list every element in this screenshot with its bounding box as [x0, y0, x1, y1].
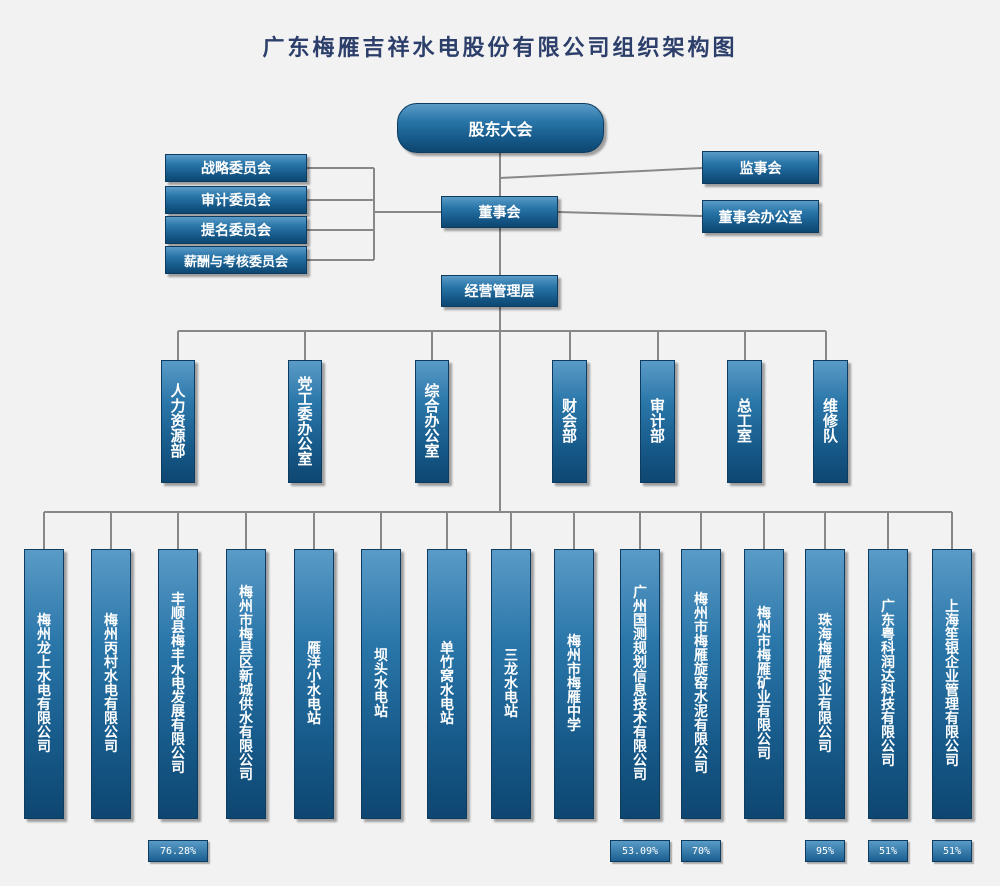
subsidiary-box-label: 梅州龙上水电有限公司 [36, 613, 51, 755]
subsidiary-box: 梅州龙上水电有限公司 [24, 549, 64, 819]
department-box-label: 总工室 [736, 397, 752, 445]
chart-title: 广东梅雁吉祥水电股份有限公司组织架构图 [262, 36, 738, 61]
department-box-label: 财会部 [561, 397, 577, 445]
department-box-label: 党工委办公室 [297, 374, 313, 468]
ownership-percent-badge: 95% [805, 840, 845, 862]
subsidiary-box-label: 三龙水电站 [503, 648, 518, 720]
department-box: 综合办公室 [415, 360, 449, 483]
supervisory-board-box: 监事会 [702, 151, 819, 184]
subsidiary-box-label: 坝头水电站 [373, 648, 388, 720]
department-box-label: 审计部 [649, 397, 665, 445]
department-box: 财会部 [552, 360, 587, 483]
shareholders-meeting-box: 股东大会 [397, 103, 604, 153]
department-box-label: 人力资源部 [170, 382, 186, 460]
subsidiary-box-label: 单竹窝水电站 [439, 641, 454, 727]
subsidiary-box: 三龙水电站 [491, 549, 531, 819]
ownership-percent-badge: 51% [868, 840, 908, 862]
subsidiary-box-label: 珠海梅雁实业有限公司 [817, 613, 832, 755]
board-box: 董事会 [441, 196, 558, 228]
committee-audit-box: 审计委员会 [165, 186, 307, 214]
committee-nomination-box: 提名委员会 [165, 216, 307, 244]
committee-compensation-box: 薪酬与考核委员会 [165, 246, 307, 274]
subsidiary-box-label: 丰顺县梅丰水电发展有限公司 [170, 592, 185, 776]
ownership-percent-badge: 76.28% [148, 840, 208, 862]
subsidiary-box: 雁洋小水电站 [294, 549, 334, 819]
ownership-percent-badge: 51% [932, 840, 972, 862]
subsidiary-box-label: 广州国测规划信息技术有限公司 [632, 585, 647, 783]
subsidiary-box-label: 梅州市梅雁矿业有限公司 [756, 606, 771, 762]
subsidiary-box: 梅州市梅雁旋窑水泥有限公司 [681, 549, 721, 819]
ownership-percent-badge: 70% [681, 840, 721, 862]
department-box: 维修队 [813, 360, 848, 483]
management-box: 经营管理层 [441, 275, 558, 307]
committee-strategy-box: 战略委员会 [165, 154, 307, 182]
department-box-label: 综合办公室 [424, 382, 440, 460]
subsidiary-box-label: 梅州丙村水电有限公司 [103, 613, 118, 755]
department-box: 人力资源部 [161, 360, 195, 483]
subsidiary-box: 坝头水电站 [361, 549, 401, 819]
subsidiary-box: 上海笙银企业管理有限公司 [932, 549, 972, 819]
subsidiary-box-label: 梅州市梅县区新城供水有限公司 [238, 585, 253, 783]
subsidiary-box-label: 雁洋小水电站 [306, 641, 321, 727]
subsidiary-box: 梅州市梅雁矿业有限公司 [744, 549, 784, 819]
ownership-percent-badge: 53.09% [610, 840, 670, 862]
subsidiary-box: 梅州市梅雁中学 [554, 549, 594, 819]
subsidiary-box-label: 梅州市梅雁中学 [566, 634, 581, 734]
subsidiary-box-label: 广东粤科润达科技有限公司 [880, 599, 895, 769]
subsidiary-box: 广东粤科润达科技有限公司 [868, 549, 908, 819]
board-office-connector [557, 211, 703, 217]
department-box: 总工室 [727, 360, 762, 483]
subsidiary-box: 单竹窝水电站 [427, 549, 467, 819]
subsidiary-box: 梅州丙村水电有限公司 [91, 549, 131, 819]
subsidiary-box: 梅州市梅县区新城供水有限公司 [226, 549, 266, 819]
board-office-box: 董事会办公室 [702, 200, 819, 233]
department-box: 党工委办公室 [288, 360, 322, 483]
department-box-label: 维修队 [822, 397, 838, 445]
department-box: 审计部 [640, 360, 675, 483]
subsidiary-box: 广州国测规划信息技术有限公司 [620, 549, 660, 819]
subsidiary-box: 丰顺县梅丰水电发展有限公司 [158, 549, 198, 819]
subsidiary-box-label: 梅州市梅雁旋窑水泥有限公司 [693, 592, 708, 776]
supervisory-connector [499, 167, 703, 179]
subsidiary-box: 珠海梅雁实业有限公司 [805, 549, 845, 819]
subsidiary-box-label: 上海笙银企业管理有限公司 [944, 599, 959, 769]
